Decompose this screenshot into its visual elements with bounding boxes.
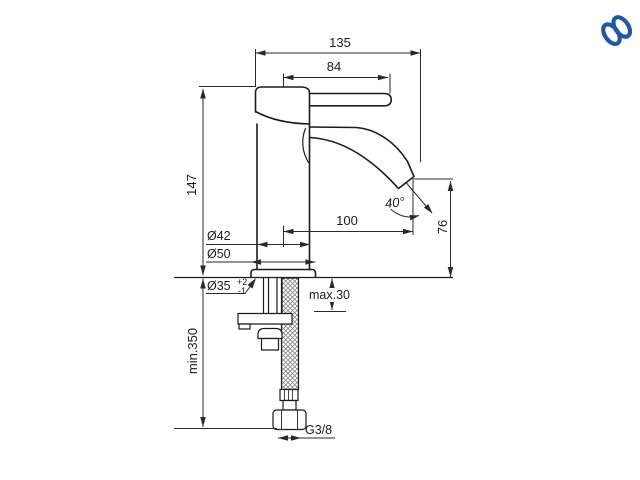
dim-min-hose-length-label: min.350 — [185, 327, 200, 375]
handle-cap-bottom — [254, 110, 311, 125]
dimension-arrowheads — [200, 50, 454, 441]
dim-spout-angle-label: 40° — [384, 194, 406, 211]
under-deck-parts — [237, 277, 307, 431]
dim-hole-tolerance-minus: -1 — [238, 286, 247, 296]
dim-max-deck-thickness-label: max.30 — [307, 288, 352, 302]
dim-hole-diameter-label: Ø35 — [207, 279, 231, 293]
lever-handle — [308, 92, 392, 107]
dim-hole-tolerance-plus: +2 — [237, 277, 248, 287]
washer-tab — [238, 323, 251, 330]
spout — [308, 126, 415, 190]
dim-lever-length-label: 84 — [326, 59, 342, 74]
dim-spout-reach-label: 100 — [336, 213, 358, 228]
dimension-lines — [174, 49, 453, 439]
dim-body-diameter-label: Ø42 — [207, 229, 231, 243]
hose-crimp-collar — [279, 388, 299, 402]
dim-total-reach-label: 135 — [329, 35, 351, 50]
base-flange — [250, 268, 317, 278]
dim-body-height-label: 147 — [184, 174, 199, 196]
fixing-nut-bottom — [260, 337, 280, 351]
dim-base-diameter-label: Ø50 — [207, 247, 231, 261]
spout-root-curve — [302, 127, 310, 164]
fixing-nut-top — [257, 327, 283, 340]
hose-nut-facets — [281, 410, 298, 429]
faucet-outline — [250, 86, 415, 278]
hose-neck — [282, 399, 297, 411]
mounting-washer — [237, 312, 293, 325]
hose-crimp-lines — [284, 390, 293, 400]
brand-logo-icon — [601, 15, 633, 47]
dim-outlet-height-label: 76 — [435, 214, 450, 240]
handle-cap — [254, 86, 311, 113]
hose-connection-nut — [272, 409, 307, 431]
fixing-shank — [262, 278, 283, 313]
dim-thread-size-label: G3/8 — [305, 423, 333, 437]
braided-hose — [280, 277, 300, 391]
